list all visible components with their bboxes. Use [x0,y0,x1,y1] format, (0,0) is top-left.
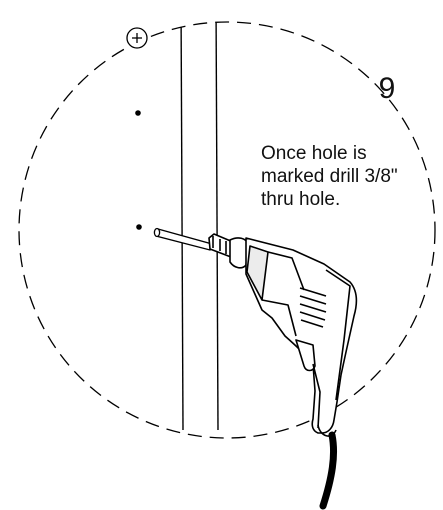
instruction-line: marked drill 3/8" [261,166,398,187]
power-drill-icon [208,233,358,510]
step-number: 9 [378,72,396,105]
instruction-text: Once hole is marked drill 3/8" thru hole… [261,142,431,211]
drilled-hole-mark [136,224,142,230]
screw-head-icon [126,27,148,49]
upper-hole-mark [135,110,141,116]
instruction-line: thru hole. [261,189,341,210]
instruction-line: Once hole is [261,143,367,164]
panel-edge [180,22,219,431]
drill-bit [153,227,213,251]
detail-circle [18,21,436,439]
